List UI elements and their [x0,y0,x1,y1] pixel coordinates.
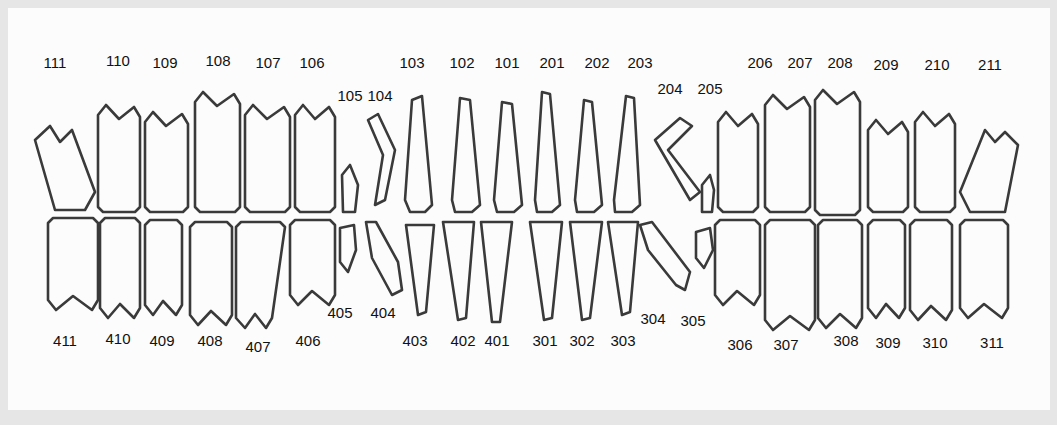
tooth-outlines [35,90,1018,330]
tooth-number: 102 [449,55,474,70]
tooth-number: 103 [399,55,424,70]
tooth-number: 202 [584,55,609,70]
tooth-number: 306 [727,337,752,352]
tooth-number: 403 [402,333,427,348]
tooth-number: 411 [53,333,77,348]
tooth-number: 311 [980,335,1004,350]
tooth-number: 307 [773,337,798,352]
tooth-number: 305 [680,313,705,328]
tooth-number: 105 [337,88,362,103]
paper-sheet [8,8,1050,410]
tooth-number: 107 [255,55,280,70]
tooth-number: 204 [657,81,682,96]
tooth-number: 406 [295,333,320,348]
tooth-number: 409 [149,333,174,348]
tooth-number: 208 [827,55,852,70]
tooth-number: 111 [44,55,67,70]
tooth-number: 408 [197,333,222,348]
tooth-number: 401 [484,333,509,348]
tooth-number: 303 [610,333,635,348]
tooth-number: 301 [532,333,557,348]
tooth-number: 205 [697,81,722,96]
tooth-number: 101 [494,55,519,70]
tooth-number: 410 [105,331,130,346]
tooth-number: 404 [370,305,395,320]
tooth-number: 211 [978,57,1002,72]
tooth-number: 302 [569,333,594,348]
tooth-number: 203 [627,55,652,70]
tooth-number: 304 [640,311,665,326]
tooth-number: 106 [299,55,324,70]
tooth-number: 308 [833,333,858,348]
tooth-number: 402 [450,333,475,348]
tooth-number: 309 [875,335,900,350]
tooth-number: 206 [747,55,772,70]
tooth-number: 207 [787,55,812,70]
tooth-number: 104 [367,88,392,103]
tooth-number: 110 [106,53,130,68]
tooth-number: 210 [924,57,949,72]
tooth-number: 109 [152,55,177,70]
tooth-number: 407 [245,339,270,354]
tooth-number: 108 [205,53,230,68]
tooth-number: 310 [922,335,947,350]
tooth-number: 209 [873,57,898,72]
tooth-number: 405 [327,305,352,320]
tooth-number: 201 [539,55,564,70]
